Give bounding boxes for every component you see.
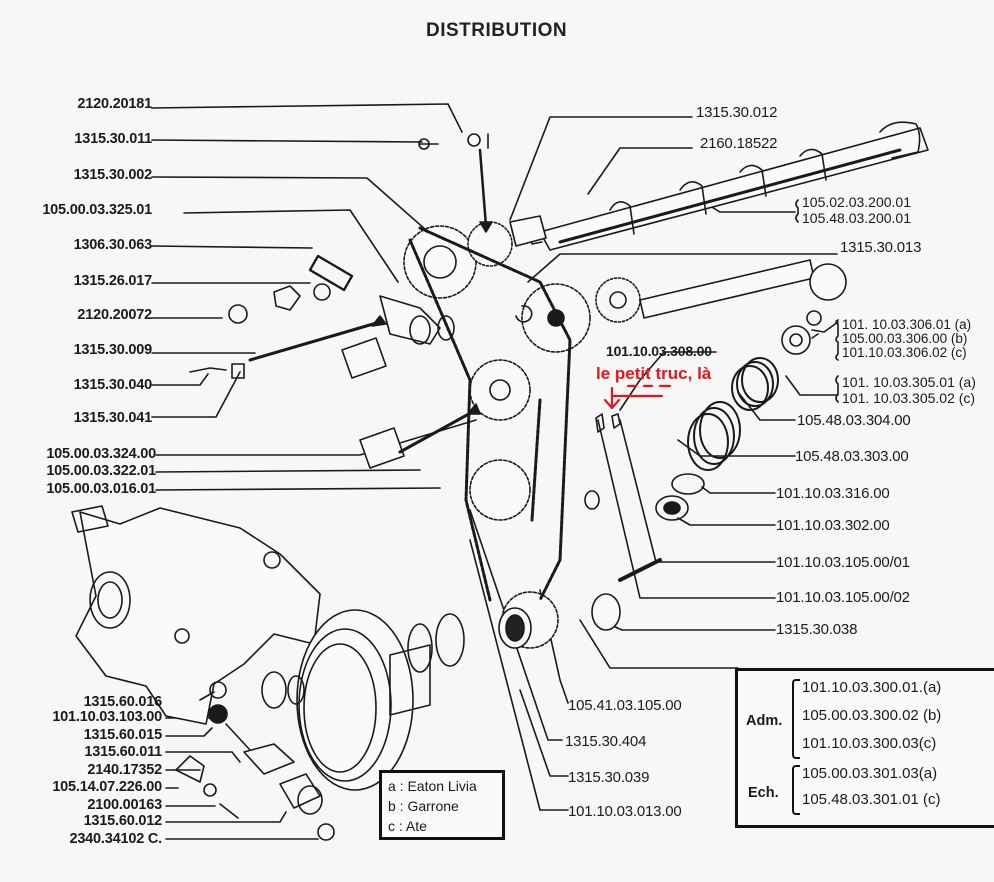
leader-lines-left-bottom bbox=[165, 702, 319, 840]
part-label: 101.10.03.302.00 bbox=[776, 517, 890, 534]
part-label: 1306.30.063 bbox=[73, 237, 153, 253]
part-label: 1315.60.015 bbox=[83, 727, 163, 743]
valve-reference-box: Adm. 101.10.03.300.01.(a) 105.00.03.300.… bbox=[735, 668, 994, 828]
part-label: 2100.00163 bbox=[87, 797, 162, 813]
diagram-title: DISTRIBUTION bbox=[426, 20, 568, 41]
part-label: 1315.30.039 bbox=[568, 769, 650, 786]
seat-label-group: 101. 10.03.305.01 (a) 101. 10.03.305.02 … bbox=[842, 374, 976, 406]
leader-lines-left bbox=[151, 103, 477, 491]
part-label: 2340.34102 C. bbox=[69, 831, 162, 847]
valve-train bbox=[584, 259, 847, 631]
group-label-ech: Ech. bbox=[748, 785, 779, 801]
part-label: 101.10.03.300.01.(a) bbox=[802, 679, 942, 696]
part-label: 101.10.03.300.03(c) bbox=[802, 735, 937, 752]
part-label: 101.10.03.105.00/01 bbox=[776, 554, 910, 571]
part-label: 105.00.03.301.03(a) bbox=[802, 765, 938, 782]
part-label: 1315.26.017 bbox=[73, 273, 153, 289]
camshaft-label-group: 105.02.03.200.01 105.48.03.200.01 bbox=[802, 194, 911, 226]
part-label: 1315.30.404 bbox=[565, 733, 647, 750]
brackets bbox=[795, 199, 839, 403]
legend-item: b : Garrone bbox=[388, 798, 459, 814]
part-label: 105.48.03.301.01 (c) bbox=[802, 791, 941, 808]
red-annotation-text: le petit truc, là bbox=[596, 364, 712, 383]
part-label: 101. 10.03.305.02 (c) bbox=[842, 390, 976, 406]
part-label: 1315.60.012 bbox=[83, 813, 163, 829]
part-label: 1315.60.016 bbox=[83, 694, 163, 710]
distributor-drive bbox=[175, 681, 335, 841]
annotation-arrow bbox=[603, 384, 672, 410]
part-label: 105.00.03.324.00 bbox=[46, 446, 156, 462]
part-label: 101.10.03.013.00 bbox=[568, 803, 682, 820]
part-label: 2120.20072 bbox=[77, 307, 152, 323]
part-label: 2120.20181 bbox=[77, 96, 152, 112]
part-label: 2160.18522 bbox=[700, 135, 778, 152]
part-label: 1315.30.011 bbox=[74, 131, 152, 147]
part-label: 105.14.07.226.00 bbox=[52, 779, 162, 795]
crank-pulley bbox=[261, 609, 465, 791]
part-label: 101.10.03.316.00 bbox=[776, 485, 890, 502]
legend-item: c : Ate bbox=[388, 818, 427, 834]
part-label: 105.00.03.300.02 (b) bbox=[802, 707, 942, 724]
part-label: 1315.60.011 bbox=[84, 744, 162, 760]
part-label: 1315.30.012 bbox=[696, 104, 778, 121]
supplier-legend: a : Eaton Livia b : Garrone c : Ate bbox=[379, 770, 505, 840]
legend-item: a : Eaton Livia bbox=[388, 778, 477, 794]
part-label: 1315.30.002 bbox=[73, 167, 153, 183]
group-label-adm: Adm. bbox=[746, 713, 783, 729]
water-pump-housing bbox=[71, 505, 321, 725]
part-label: 101. 10.03.305.01 (a) bbox=[842, 374, 976, 390]
part-label: 101.10.03.308.00 bbox=[606, 343, 712, 359]
part-label: 105.02.03.200.01 bbox=[802, 194, 911, 210]
part-label: 101.10.03.103.00 bbox=[52, 709, 162, 725]
part-label: 101.10.03.105.00/02 bbox=[776, 589, 910, 606]
part-label: 105.48.03.200.01 bbox=[802, 210, 911, 226]
part-label: 105.48.03.304.00 bbox=[797, 412, 911, 429]
part-label: 1315.30.040 bbox=[73, 377, 153, 393]
part-label: 101. 10.03.306.01 (a) bbox=[842, 317, 972, 332]
sprockets bbox=[403, 221, 641, 649]
bracket bbox=[792, 765, 800, 815]
timing-chain bbox=[408, 226, 572, 602]
part-label: 105.48.03.303.00 bbox=[795, 448, 909, 465]
cotter-label-group: 101. 10.03.306.01 (a) 105.00.03.306.00 (… bbox=[842, 318, 971, 360]
bracket bbox=[792, 679, 800, 759]
tensioner bbox=[189, 133, 493, 469]
part-label: 1315.30.013 bbox=[840, 239, 922, 256]
part-label: 105.00.03.306.00 (b) bbox=[842, 331, 968, 346]
part-label: 105.00.03.016.01 bbox=[46, 481, 156, 497]
part-label: 101.10.03.306.02 (c) bbox=[842, 345, 967, 360]
part-label: 105.00.03.322.01 bbox=[46, 463, 156, 479]
part-label: 1315.30.041 bbox=[73, 410, 153, 426]
part-label: 105.00.03.325.01 bbox=[42, 202, 152, 218]
part-label: 105.41.03.105.00 bbox=[568, 697, 682, 714]
part-label: 1315.30.038 bbox=[776, 621, 858, 638]
camshaft bbox=[509, 121, 929, 251]
part-label: 1315.30.009 bbox=[73, 342, 153, 358]
part-label: 2140.17352 bbox=[87, 762, 162, 778]
